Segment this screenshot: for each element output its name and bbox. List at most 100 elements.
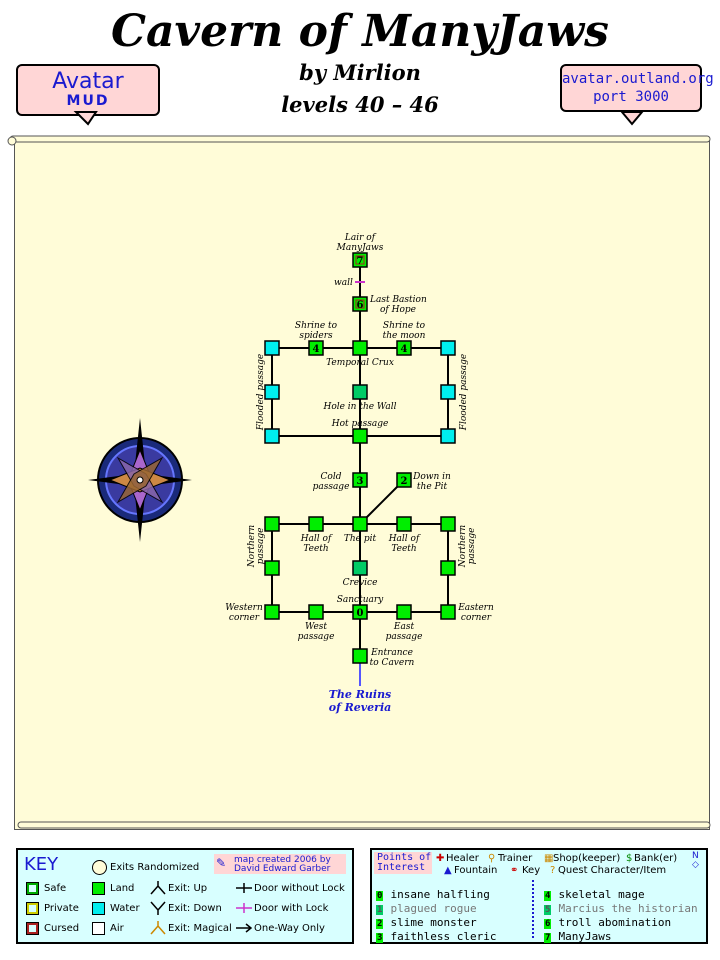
door-lock-label: Door with Lock [254, 903, 329, 914]
poi-number: 4 [544, 891, 552, 901]
label-hole-in-wall: Hole in the Wall [322, 402, 396, 412]
room-number-lair: 7 [357, 256, 364, 267]
room-down-in-pit[interactable] [396, 472, 412, 488]
exit-magical-icon [150, 921, 166, 935]
label-hall-e-2: Teeth [391, 544, 416, 554]
poi-item: 3 faithless cleric [376, 925, 496, 944]
room-northern-w2[interactable] [264, 560, 280, 576]
water-swatch [92, 902, 105, 915]
poi-title-2: Interest [377, 862, 426, 873]
room-shrine-spiders[interactable] [308, 340, 324, 356]
room-crevice[interactable] [352, 560, 368, 576]
label-ruins-2: of Reveria [329, 701, 392, 714]
label-entrance-2: to Cavern [370, 658, 415, 668]
room-cold-passage[interactable] [352, 472, 368, 488]
compass-rose-icon [88, 418, 192, 542]
label-downpit-1: Down in [412, 472, 451, 482]
trainer-label: Trainer [498, 853, 533, 864]
room-northern-e[interactable] [440, 516, 456, 532]
poi-item: 2 slime monster [376, 911, 477, 930]
label-eastern-1: Eastern [457, 603, 494, 613]
label-west-passage-1: West [305, 622, 327, 632]
room-the-pit[interactable] [352, 516, 368, 532]
fountain-icon: ▲ [444, 865, 452, 876]
room-shrine-moon[interactable] [396, 340, 412, 356]
door-icons [236, 883, 253, 933]
door-lock-icon [236, 903, 252, 913]
room-hall-teeth-e[interactable] [396, 516, 412, 532]
poi-number: 5 [544, 905, 552, 915]
private-label: Private [44, 903, 79, 914]
air-label: Air [110, 923, 124, 934]
label-hall-w-1: Hall of [300, 534, 333, 544]
room-hole-in-wall[interactable] [352, 384, 368, 400]
water-label: Water [110, 903, 140, 914]
logo-bottom-text: MUD [66, 93, 110, 109]
logo-top-text: Avatar [52, 69, 124, 94]
label-wall: wall [334, 278, 353, 288]
room-flooded-sw[interactable] [264, 428, 280, 444]
room-western-corner[interactable] [264, 604, 280, 620]
room-northern-e2[interactable] [440, 560, 456, 576]
safe-label: Safe [44, 883, 67, 894]
room-flooded-ne[interactable] [440, 340, 456, 356]
room-flooded-se[interactable] [440, 428, 456, 444]
label-cold-1: Cold [321, 472, 342, 482]
label-northern-left-2: passage [256, 528, 266, 565]
shop-label: Shop(keeper) [553, 853, 621, 864]
poi-item: 6 troll abomination [544, 911, 671, 930]
cursed-swatch [26, 922, 39, 935]
exit-magical-label: Exit: Magical [168, 923, 232, 934]
room-northern-w[interactable] [264, 516, 280, 532]
room-number-sanctuary: 0 [357, 608, 364, 619]
room-number-cold: 3 [357, 476, 364, 487]
door-no-lock-label: Door without Lock [254, 883, 345, 894]
label-eastern-2: corner [461, 613, 492, 623]
label-the-pit: The pit [344, 534, 377, 544]
room-hot-passage[interactable] [352, 428, 368, 444]
server-host: avatar.outland.org [562, 71, 714, 87]
room-east-passage[interactable] [396, 604, 412, 620]
label-lair-1: Lair of [344, 233, 377, 243]
room-west-passage[interactable] [308, 604, 324, 620]
room-number-shrine-spiders: 4 [313, 344, 320, 355]
poi-item: 5 Marcius the historian [544, 897, 698, 916]
land-label: Land [110, 883, 135, 894]
room-flooded-w[interactable] [264, 384, 280, 400]
room-eastern-corner[interactable] [440, 604, 456, 620]
label-shrine-moon-2: the moon [383, 331, 426, 341]
room-number-bastion: 6 [357, 300, 364, 311]
room-number-downpit: 2 [401, 476, 408, 487]
poi-name: plagued rogue [390, 902, 477, 915]
shop-icon: ▦ [544, 853, 554, 864]
room-temporal-crux[interactable] [352, 340, 368, 356]
room-entrance[interactable] [352, 648, 368, 664]
scroll-bottom-curl [17, 821, 711, 829]
room-flooded-e[interactable] [440, 384, 456, 400]
poi-number: 1 [376, 905, 384, 915]
label-western-2: corner [229, 613, 260, 623]
banner-tails [73, 111, 645, 126]
label-flooded-right: Flooded passage [459, 354, 469, 432]
label-flooded-left: Flooded passage [256, 354, 266, 432]
room-flooded-nw[interactable] [264, 340, 280, 356]
label-hall-e-1: Hall of [388, 534, 421, 544]
label-temporal-crux: Temporal Crux [326, 358, 394, 368]
author-line: by Mirlion [299, 60, 421, 85]
label-northern-right-1: Northern [458, 525, 468, 569]
label-cold-2: passage [313, 482, 350, 492]
room-hall-teeth-w[interactable] [308, 516, 324, 532]
level-range: levels 40 – 46 [281, 92, 439, 117]
poi-divider [532, 880, 534, 938]
label-shrine-moon-1: Shrine to [383, 321, 426, 331]
label-west-passage-2: passage [298, 632, 335, 642]
label-east-passage-1: East [393, 622, 415, 632]
poi-item: 1 plagued rogue [376, 897, 477, 916]
label-downpit-2: the Pit [417, 482, 448, 492]
poi-number: 7 [544, 933, 552, 943]
room-sanctuary[interactable] [352, 604, 368, 620]
private-swatch [26, 902, 39, 915]
poi-name: ManyJaws [558, 930, 612, 943]
credit-line-1: map created 2006 by [234, 855, 331, 865]
poi-name: Marcius the historian [558, 902, 698, 915]
